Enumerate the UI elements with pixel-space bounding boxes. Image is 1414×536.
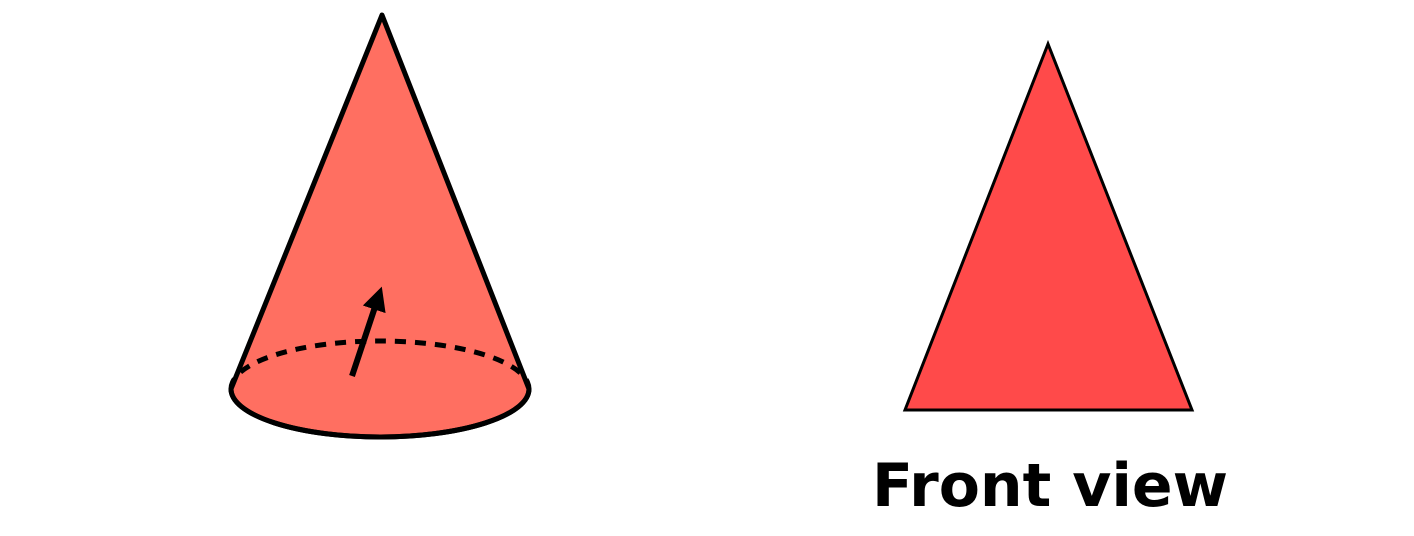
cone-base-hidden-edge [228,338,532,390]
front-view-figure [902,39,1195,412]
cone-body [228,12,532,440]
front-view-label: Front view [871,451,1229,521]
cone-base-front-edge [228,388,532,440]
front-view-triangle [902,39,1195,412]
cone-3d [228,12,532,440]
viewing-direction-arrow [349,286,386,377]
